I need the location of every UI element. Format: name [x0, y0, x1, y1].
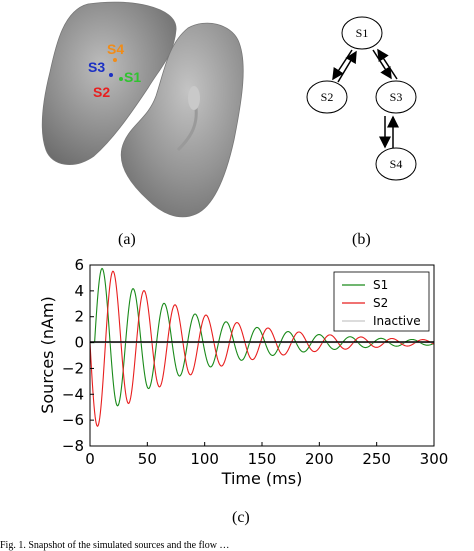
dot-s4	[113, 58, 117, 62]
y-tick-label: 2	[74, 308, 84, 326]
x-tick-label: 0	[85, 450, 95, 468]
x-tick-label: 150	[248, 450, 277, 468]
label-s1: S1	[124, 69, 142, 85]
label-s4: S4	[107, 41, 125, 57]
label-s3: S3	[88, 59, 106, 75]
edge-s2-s1	[337, 50, 357, 83]
network-graph: S1 S2 S3 S4	[306, 16, 417, 181]
figure-caption-text: Fig. 1. Snapshot of the simulated source…	[0, 540, 229, 551]
y-tick-label: −4	[62, 385, 84, 403]
edge-s1-s3	[372, 49, 392, 80]
caption-b: (b)	[352, 231, 371, 248]
node-s3	[375, 80, 417, 114]
x-tick-label: 250	[362, 450, 391, 468]
x-tick-label: 50	[138, 450, 157, 468]
node-s2	[306, 80, 348, 114]
node-s1-label: S1	[356, 26, 369, 40]
node-s4	[375, 147, 417, 181]
node-s4-label: S4	[390, 157, 403, 171]
node-s1	[341, 16, 383, 50]
legend: S1 S2 Inactive	[333, 271, 430, 332]
caption-c: (c)	[232, 509, 250, 526]
edge-s3-s1	[377, 48, 398, 80]
axis-ticks: 0 50 100 150 200 250 300 6 4 2 0 −2 −4 −6 −8	[62, 256, 448, 468]
node-s3-label: S3	[390, 90, 403, 104]
y-tick-label: 6	[74, 256, 84, 274]
sources-chart: 0 50 100 150 200 250 300 6 4 2 0 −2 −4 −6 −8 Time (ms)…	[38, 256, 448, 488]
y-tick-label: −8	[62, 437, 84, 455]
right-hemisphere	[120, 22, 244, 218]
y-tick-label: 4	[74, 282, 84, 300]
brain-rendering	[41, 1, 244, 218]
graph-edges	[332, 48, 399, 149]
x-axis-title: Time (ms)	[221, 469, 303, 488]
y-tick-label: 0	[74, 334, 84, 352]
footer: Fig. 1. Snapshot of the simulated source…	[0, 540, 229, 551]
series-line-s2	[89, 270, 435, 428]
y-tick-label: −6	[62, 411, 84, 429]
legend-label-s1: S1	[373, 278, 388, 292]
legend-label-inactive: Inactive	[373, 314, 421, 328]
dot-s3	[109, 73, 113, 77]
label-s2: S2	[93, 84, 111, 100]
x-tick-label: 100	[190, 450, 219, 468]
legend-label-s2: S2	[373, 296, 388, 310]
node-s2-label: S2	[321, 90, 334, 104]
series-line-s1	[90, 267, 435, 407]
y-tick-label: −2	[62, 359, 84, 377]
left-hemisphere	[41, 1, 177, 165]
x-tick-label: 200	[305, 450, 334, 468]
y-axis-title: Sources (nAm)	[38, 296, 57, 414]
caption-a: (a)	[118, 231, 136, 248]
x-tick-label: 300	[420, 450, 449, 468]
dot-s1	[119, 77, 123, 81]
